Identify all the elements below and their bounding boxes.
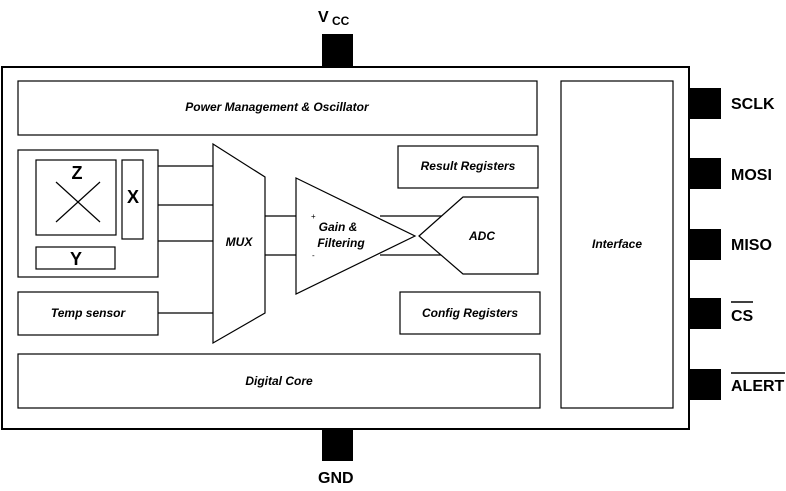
cs-pad <box>689 298 721 329</box>
z-cross-line-b <box>55 181 101 223</box>
mosi-pin: MOSI <box>689 158 772 189</box>
gain-minus-sign: - <box>312 251 315 260</box>
x-axis-sensor <box>121 159 144 240</box>
mux-block <box>212 142 266 345</box>
cs-pin: CS <box>689 298 754 329</box>
power-management-block <box>17 80 538 136</box>
adc-block <box>418 196 539 275</box>
digital-core-block <box>17 353 541 409</box>
gain-label-line1: Gain & <box>319 220 358 234</box>
vcc-pin: V CC <box>318 9 353 67</box>
mosi-label: MOSI <box>731 167 772 184</box>
sclk-pin: SCLK <box>689 88 775 119</box>
adc-label: ADC <box>468 229 495 243</box>
miso-pad <box>689 229 721 260</box>
gnd-pin: GND <box>318 429 354 487</box>
gain-label-line2: Filtering <box>317 236 365 250</box>
interface-block <box>560 80 674 409</box>
y-axis-label: Y <box>70 249 82 269</box>
interface-label: Interface <box>592 237 642 251</box>
y-axis-sensor <box>35 246 116 270</box>
mux-label: MUX <box>226 235 254 249</box>
gain-plus-sign: + <box>311 212 316 221</box>
vcc-subscript: CC <box>332 14 350 28</box>
digital-core-label: Digital Core <box>245 374 313 388</box>
alert-label: ALERT <box>731 378 785 395</box>
z-axis-sensor <box>35 159 117 236</box>
z-axis-label: Z <box>72 163 83 183</box>
config-registers-block <box>399 291 541 335</box>
miso-pin: MISO <box>689 229 772 260</box>
vcc-pad <box>322 34 353 67</box>
mosi-pad <box>689 158 721 189</box>
alert-pad <box>689 369 721 400</box>
vcc-label: V <box>318 9 329 26</box>
miso-label: MISO <box>731 237 772 254</box>
gnd-label: GND <box>318 470 354 487</box>
alert-pin: ALERT <box>689 369 785 400</box>
sensor-group: Z X Y <box>17 149 159 278</box>
config-registers-label: Config Registers <box>422 306 518 320</box>
gain-filtering-block <box>295 177 417 295</box>
cs-label: CS <box>731 308 754 325</box>
temp-sensor-label: Temp sensor <box>51 306 127 320</box>
sclk-label: SCLK <box>731 96 775 113</box>
gnd-pad <box>322 429 353 461</box>
temp-sensor-block <box>17 291 159 336</box>
sclk-pad <box>689 88 721 119</box>
result-registers-block <box>397 145 539 189</box>
power-management-label: Power Management & Oscillator <box>185 100 370 114</box>
x-axis-label: X <box>127 187 139 207</box>
result-registers-label: Result Registers <box>421 159 516 173</box>
